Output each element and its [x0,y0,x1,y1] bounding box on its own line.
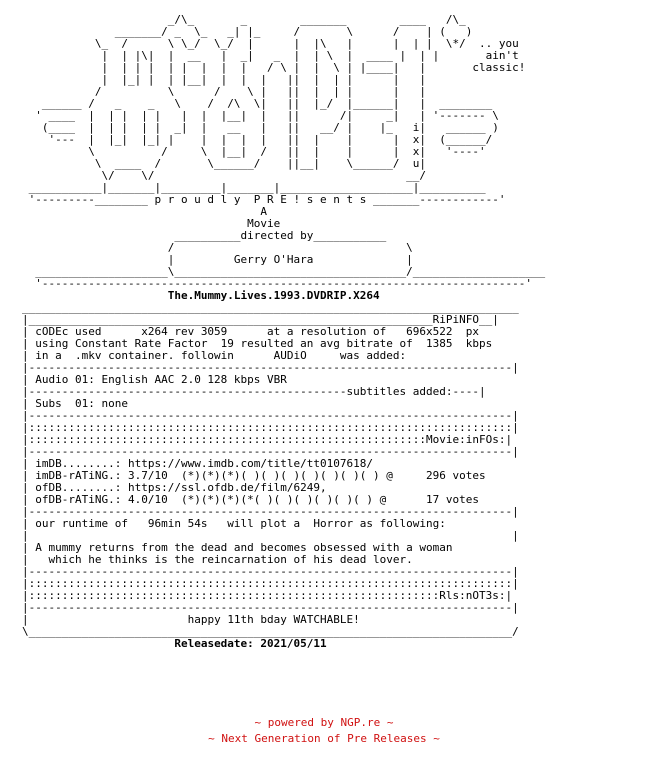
presents-a: A [260,205,268,218]
movieinfo-dots-1: |:::::::::::::::::::::::::::::::::::::::… [22,421,519,434]
directed-by-label: directed by [240,229,314,242]
subtitles-header-line: |---------------------------------------… [22,385,486,398]
notes-header-line: |:::::::::::::::::::::::::::::::::::::::… [22,589,513,602]
imdb-line: | imDB........: https://www.imdb.com/tit… [22,457,374,470]
notes-message: happy 11th bday WATCHABLE! [187,613,360,626]
subtitles-header: subtitles added: [346,385,453,398]
ofdb-rating-line: | ofDB-rATiNG.: 4.0/10 (*)(*)(*)(*( )( )… [22,493,479,506]
release-name-line: The.Mummy.Lives.1993.DVDRIP.X264 [22,290,642,302]
imdb-text: imDB........: https://www.imdb.com/title… [35,457,374,470]
director-box-bottom: ____________________\___________________… [22,265,546,278]
subs-line: | Subs 01: none [22,397,128,410]
codec-line: | cODEc used x264 rev 3059 at a resoluti… [22,325,479,338]
codec-text: cODEc used x264 rev 3059 at a resolution… [35,325,479,338]
notes-header: Rls:nOT3s [439,589,499,602]
powered-by: ~ powered by NGP.re ~ [254,716,394,729]
crf-text: using Constant Rate Factor 19 resulted a… [35,337,493,350]
presents-movie-line: Movie [22,218,642,230]
notes-message-line: | happy 11th bday WATCHABLE! [22,613,360,626]
movieinfo-divider-2: |---------------------------------------… [22,445,519,458]
ascii-logo-banner: _/\_ _ _______ ____ /\_ _______/ _ \_ _|… [28,13,526,206]
presents-movie: Movie [247,217,281,230]
imdb-rating-line: | imDB-rATiNG.: 3.7/10 (*)(*)(*)( )( )( … [22,469,486,482]
director-line: | Gerry O'Hara | [22,253,413,266]
audio-line: | Audio 01: English AAC 2.0 128 kbps VBR [22,373,287,386]
ofdb-rating-text: ofDB-rATiNG.: 4.0/10 (*)(*)(*)(*( )( )( … [35,493,479,506]
release-date-line: Releasedate: 2021/05/11 [22,638,642,650]
runtime-text: our runtime of 96min 54s will plot a Hor… [35,517,446,530]
plot-line-2: | which he thinks is the reincarnation o… [22,553,413,566]
plot-text-2: which he thinks is the reincarnation of … [35,553,413,566]
runtime-line: | our runtime of 96min 54s will plot a H… [22,517,446,530]
release-name: The.Mummy.Lives.1993.DVDRIP.X264 [167,289,380,302]
presents-a-line: A [22,206,642,218]
ripinfo-box-bottom: \_______________________________________… [22,625,519,638]
plot-divider: |---------------------------------------… [22,505,519,518]
notes-divider: |---------------------------------------… [22,565,519,578]
ripinfo-box-top: ________________________________________… [22,301,519,314]
notes-dots-1: |:::::::::::::::::::::::::::::::::::::::… [22,577,519,590]
crf-line: | using Constant Rate Factor 19 resulted… [22,337,493,350]
directed-by-line: __________directed by___________ [22,229,387,242]
subs-text: Subs 01: none [35,397,128,410]
ripinfo-header: RiPiNFO [432,313,479,326]
ofdb-text: ofDB........: https://ssl.ofdb.de/film/6… [35,481,327,494]
footer-tagline: ~ Next Generation of Pre Releases ~ [208,732,440,745]
director-box-top: / \ [22,241,413,254]
director-name: Gerry O'Hara [233,253,314,266]
movieinfo-divider: |---------------------------------------… [22,409,519,422]
release-box-top: '---------------------------------------… [22,277,532,290]
plot-blank: | | [22,529,519,542]
nfo-document: _/\_ _ _______ ____ /\_ _______/ _ \_ _|… [22,14,642,650]
audio-divider: |---------------------------------------… [22,361,519,374]
plot-line-1: | A mummy returns from the dead and beco… [22,541,453,554]
audio-text: Audio 01: English AAC 2.0 128 kbps VBR [35,373,287,386]
container-text: in a .mkv container. followin AUDiO was … [35,349,407,362]
movieinfo-header-line: |:::::::::::::::::::::::::::::::::::::::… [22,433,513,446]
imdb-rating-text: imDB-rATiNG.: 3.7/10 (*)(*)(*)( )( )( )(… [35,469,486,482]
plot-text-1: A mummy returns from the dead and become… [35,541,453,554]
container-line: | in a .mkv container. followin AUDiO wa… [22,349,407,362]
release-date: Releasedate: 2021/05/11 [174,637,327,650]
ripinfo-header-line: |_______________________________________… [22,313,499,326]
movieinfo-header: Movie:inFOs [425,433,499,446]
ofdb-line: | ofDB........: https://ssl.ofdb.de/film… [22,481,327,494]
notes-divider-2: |---------------------------------------… [22,601,519,614]
